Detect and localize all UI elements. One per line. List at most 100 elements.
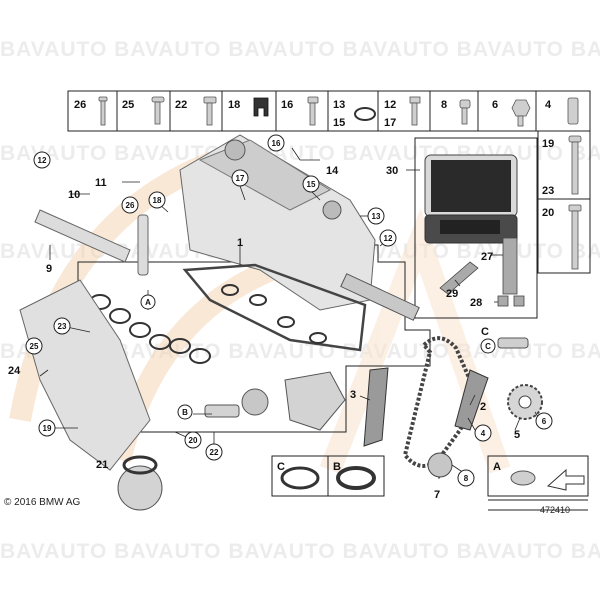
circled-callout: 26 [121,196,139,214]
circled-callout: 22 [205,443,223,461]
bolt-icon [568,204,582,270]
circled-callout: 18 [148,191,166,209]
top-label: 16 [281,99,293,111]
top-label: 17 [384,117,396,129]
washer-icon [510,470,536,486]
tool-case-icon [424,154,518,244]
callout-text: 4 [481,429,486,438]
circled-letter: B [177,404,193,420]
kit-box [414,137,538,319]
callout-text: 26 [126,201,135,210]
right-parts-column [537,130,591,274]
inset-box-a [487,455,589,497]
circled-callout: 20 [184,431,202,449]
top-label: 8 [441,99,447,111]
letter-text: A [145,298,151,307]
arrow-icon [546,468,585,491]
top-label: 18 [228,99,240,111]
seal-ring-c-icon [280,466,320,490]
bolt-icon [568,135,582,195]
callout-text: 22 [210,448,219,457]
callout-text: 15 [307,180,316,189]
bolt-icon [307,96,319,126]
callout-text: 6 [542,417,547,426]
grommet-icon [253,97,269,117]
seal-ring-b-icon [336,466,376,490]
seal-ring-icon [122,455,158,475]
top-label: 4 [545,99,552,111]
leader-lines [39,147,541,479]
part-callout: 5 [514,429,520,441]
right-label: 19 [542,138,554,150]
inset-box-b [327,455,385,497]
top-label: 22 [175,99,187,111]
top-label: 12 [384,99,396,111]
right-label: 20 [542,207,554,219]
tensioner-icon [497,337,529,349]
camshaft-icon [340,273,420,321]
inset-label: C [277,461,285,473]
part-callout: 14 [326,165,339,177]
top-label: 26 [74,99,86,111]
fuel-rail-icon [34,209,149,276]
callout-text: 17 [236,174,245,183]
circled-callout: 13 [367,207,385,225]
top-label: 15 [333,117,345,129]
bolt-icon [409,96,421,126]
intake-gasket-icon [89,294,211,364]
part-callout: 21 [96,459,108,471]
bolt-icon [203,96,217,126]
circled-letter: A [140,294,156,310]
part-callout: 1 [237,237,243,249]
vacuum-pump-icon [204,371,346,431]
circled-callout: 16 [267,134,285,152]
part-callout: 28 [470,297,482,309]
callout-text: 18 [153,196,162,205]
circled-callout: 15 [302,175,320,193]
callout-text: 12 [384,234,393,243]
callout-text: 8 [464,474,469,483]
diagram-id: 472410 [540,505,571,515]
bolt-icon [98,96,108,126]
sleeve-icon [567,97,579,125]
part-callout: 9 [46,263,52,275]
circled-letter: C [480,338,496,354]
timing-tool-icon [439,237,525,307]
callout-text: 20 [189,436,198,445]
cylinder-head-icon [179,134,376,311]
callout-text: 25 [30,342,39,351]
callout-text: 19 [43,424,52,433]
right-label: 23 [542,185,554,197]
circled-callout: 8 [457,469,475,487]
part-callout: 30 [386,165,398,177]
top-label: 13 [333,99,345,111]
part-callout: 10 [68,189,80,201]
inset-label: A [493,461,501,473]
letter-label: C [481,326,489,338]
nut-icon [511,99,531,127]
circled-callout: 17 [231,169,249,187]
callout-text: 16 [272,139,281,148]
bolt-icon [459,99,471,125]
part-callout: 24 [8,365,21,377]
circled-callout: 25 [25,337,43,355]
part-callout: 3 [350,389,356,401]
bolt-icon [151,96,165,125]
circled-callout: 4 [474,424,492,442]
copyright-text: © 2016 BMW AG [4,497,81,508]
circled-callout: 12 [33,151,51,169]
cover-gasket-icon [182,263,367,352]
chain-guide-icon [363,367,489,447]
part-callout: 27 [481,251,493,263]
top-parts-row [67,90,591,132]
part-callout: 11 [95,177,107,189]
circled-callout: 6 [535,412,553,430]
seal-ring-icon [354,107,376,121]
inset-label: B [333,461,341,473]
watermark-row: BAVAUTO BAVAUTO BAVAUTO BAVAUTO BAVAUTO … [0,540,600,563]
letter-text: C [485,342,491,351]
circled-callout: 19 [38,419,56,437]
part-callout: 7 [434,489,440,501]
